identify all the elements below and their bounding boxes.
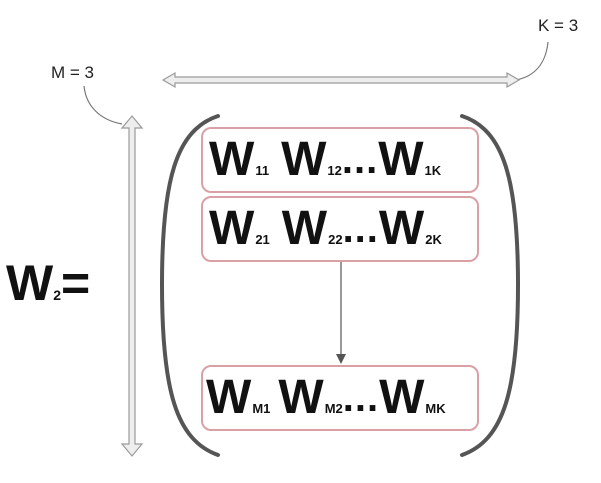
m-dimension-label: M = 3 — [51, 63, 94, 82]
row-m-second-term: WM2 — [278, 371, 343, 424]
row-2-ellipsis: ... — [342, 206, 379, 251]
left-bracket — [159, 114, 220, 457]
matrix-row-m: WM1 WM2 ... WMK — [201, 365, 479, 431]
lhs-matrix-name: W2= — [6, 258, 90, 308]
lhs-symbol: W — [6, 255, 54, 311]
row-m-ellipsis: ... — [342, 375, 380, 420]
m-callout-line — [83, 85, 123, 125]
row-2-first-term: W21 — [209, 202, 270, 255]
equals-sign: = — [61, 255, 91, 311]
matrix-row-1: W11 W12 ... W1K — [201, 127, 479, 193]
k-dimension-label: K = 3 — [538, 16, 579, 35]
row-m-last-term: WMK — [379, 371, 446, 424]
right-bracket — [460, 114, 521, 457]
row-2-last-term: W2K — [378, 202, 442, 255]
k-callout-line — [515, 41, 549, 81]
vertical-double-arrow — [120, 115, 144, 457]
row-m-first-term: WM1 — [206, 371, 271, 424]
row-2-second-term: W22 — [281, 202, 343, 255]
lhs-subscript: 2 — [53, 287, 61, 303]
row-connector-arrowhead — [336, 354, 346, 364]
row-1-first-term: W11 — [209, 133, 270, 186]
row-1-ellipsis: ... — [341, 137, 379, 182]
row-1-last-term: W1K — [378, 133, 442, 186]
horizontal-double-arrow — [161, 71, 521, 89]
row-1-second-term: W12 — [281, 133, 342, 186]
matrix-row-2: W21 W22 ... W2K — [201, 196, 479, 262]
